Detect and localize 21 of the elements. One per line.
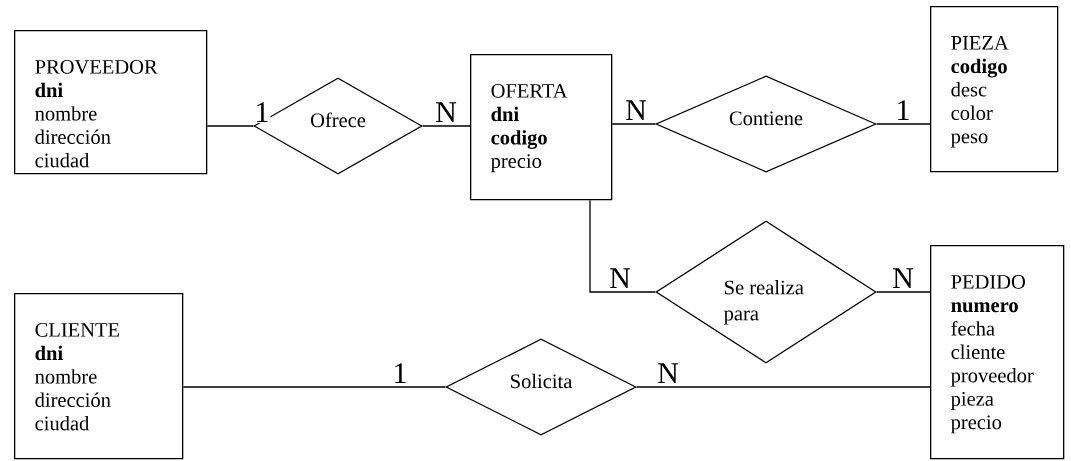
edge-label: N: [893, 268, 914, 288]
edge-label: N: [626, 100, 647, 120]
connector-line: [182, 386, 446, 388]
edge-label: N: [610, 268, 631, 288]
connector-line: [636, 386, 931, 388]
connector-line: [589, 199, 656, 293]
entity-box: OFERTA dni codigo precio: [470, 54, 613, 201]
edge-label: 1: [395, 363, 406, 383]
edge-label: N: [436, 102, 457, 122]
edge-label: 1: [898, 100, 909, 120]
entity-box: CLIENTE dni nombre dirección ciudad: [14, 293, 184, 460]
entity-box: PROVEEDOR dni nombre dirección ciudad: [14, 30, 208, 175]
connector-line: [876, 123, 931, 125]
connector-line: [611, 123, 656, 125]
entity-box: PEDIDO numero fecha cliente proveedor pieza precio: [930, 245, 1065, 460]
connector-line: [876, 291, 931, 293]
entity-box: PIEZA codigo desc color peso: [930, 6, 1059, 173]
edge-label: N: [658, 363, 679, 383]
connector-line: [422, 125, 471, 127]
edge-label: 1: [257, 102, 268, 122]
connector-line: [206, 125, 254, 127]
